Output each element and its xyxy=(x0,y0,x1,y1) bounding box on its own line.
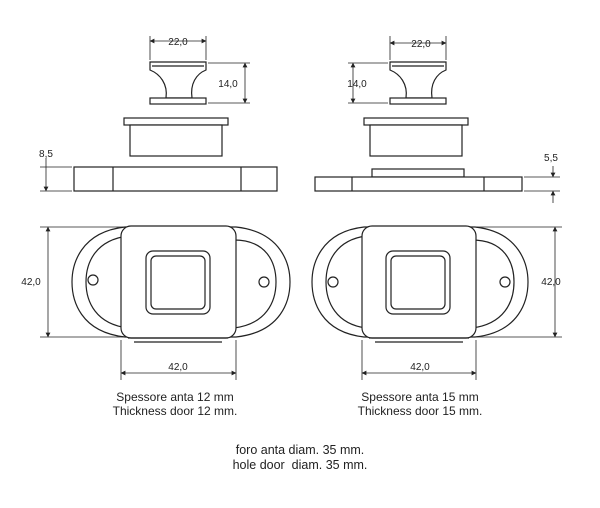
right-caption-line1: Spessore anta 15 mm xyxy=(361,390,479,404)
left-caption-line1: Spessore anta 12 mm xyxy=(116,390,234,404)
right-knob-width-label: 22,0 xyxy=(411,39,431,50)
right-dimension-labels: 22,0 14,0 5,5 42,0 42,0 xyxy=(347,39,561,373)
right-caption: Spessore anta 15 mm Thickness door 15 mm… xyxy=(345,390,495,418)
left-knob-width-label: 22,0 xyxy=(168,37,188,48)
left-front-view xyxy=(71,225,291,343)
left-caption: Spessore anta 12 mm Thickness door 12 mm… xyxy=(100,390,250,418)
bottom-caption-line2: hole door diam. 35 mm. xyxy=(232,458,368,472)
right-front-view xyxy=(311,225,529,343)
right-knob xyxy=(389,61,447,105)
right-dimensions xyxy=(348,36,562,380)
left-knob-height-label: 14,0 xyxy=(218,79,238,90)
left-dimensions xyxy=(40,36,250,380)
right-housing xyxy=(363,117,469,157)
right-body-width-label: 42,0 xyxy=(410,362,430,373)
bottom-caption: foro anta diam. 35 mm. hole door diam. 3… xyxy=(180,443,420,473)
right-plate-thickness-label: 5,5 xyxy=(544,153,558,164)
left-body-width-label: 42,0 xyxy=(168,362,188,373)
right-caption-line2: Thickness door 15 mm. xyxy=(357,404,483,418)
left-body-height-label: 42,0 xyxy=(21,277,41,288)
left-caption-line2: Thickness door 12 mm. xyxy=(112,404,238,418)
left-housing xyxy=(123,117,229,157)
right-knob-height-label: 14,0 xyxy=(347,79,367,90)
bottom-caption-line1: foro anta diam. 35 mm. xyxy=(235,443,365,457)
left-plate-thickness-label: 8,5 xyxy=(39,149,53,160)
right-body-height-label: 42,0 xyxy=(541,277,561,288)
left-assembly xyxy=(71,61,291,343)
left-dimension-labels: 22,0 14,0 8,5 42,0 42,0 xyxy=(21,37,238,373)
right-assembly xyxy=(311,61,529,343)
left-knob xyxy=(149,61,207,105)
left-plate-side xyxy=(73,166,278,192)
right-plate-side xyxy=(314,168,523,192)
